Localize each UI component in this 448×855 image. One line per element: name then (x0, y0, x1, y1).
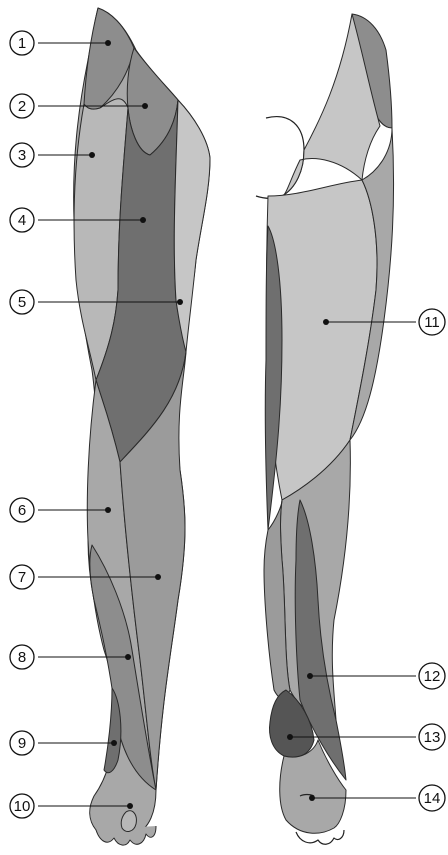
callout-10-dot (127, 803, 133, 809)
callout-7-dot (155, 574, 161, 580)
callout-11-dot (323, 319, 329, 325)
posterior-leg-view (256, 14, 394, 844)
callout-12-dot (307, 673, 313, 679)
callout-14-number: 14 (424, 790, 441, 807)
callout-5-dot (177, 299, 183, 305)
callout-6-number: 6 (18, 502, 26, 519)
callout-1-number: 1 (18, 35, 26, 52)
callout-12-number: 12 (424, 668, 441, 685)
callout-6-dot (105, 507, 111, 513)
callout-3-number: 3 (18, 147, 26, 164)
callout-11-number: 11 (424, 314, 440, 331)
callout-5-number: 5 (18, 294, 26, 311)
callout-2-number: 2 (18, 98, 26, 115)
callout-3-dot (89, 152, 95, 158)
callout-8-number: 8 (18, 649, 26, 666)
anterior-leg-view (74, 8, 210, 845)
callout-1-dot (105, 40, 111, 46)
callout-9-number: 9 (18, 735, 26, 752)
callout-9: 9 (10, 731, 117, 755)
callout-4-dot (140, 217, 146, 223)
callout-9-dot (111, 740, 117, 746)
region-11 (267, 180, 378, 500)
callout-4-number: 4 (18, 212, 26, 229)
callout-13-number: 13 (424, 729, 441, 746)
callout-7-number: 7 (18, 569, 26, 586)
buttock-outline (256, 117, 304, 199)
callout-8-dot (125, 654, 131, 660)
callout-10-number: 10 (14, 798, 31, 815)
callout-14-dot (309, 795, 315, 801)
callout-2-dot (142, 103, 148, 109)
callout-13-dot (287, 734, 293, 740)
region-5 (174, 100, 210, 352)
